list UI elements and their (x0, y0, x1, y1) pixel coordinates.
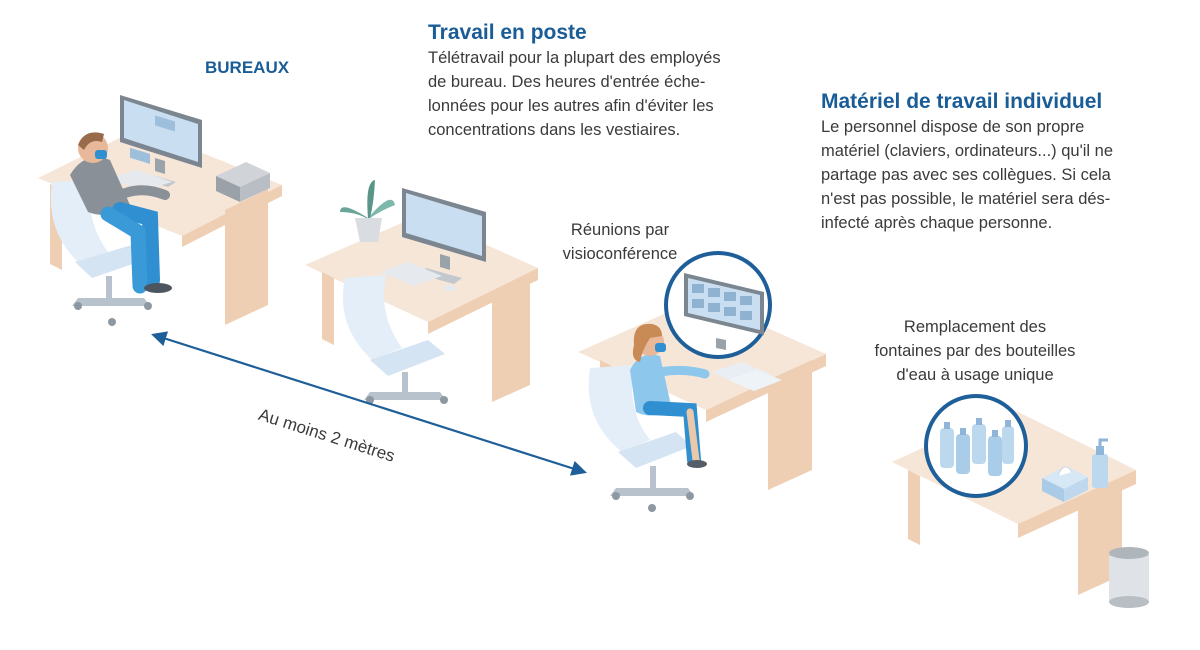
keyboard-middle (380, 262, 456, 291)
desk-middle (305, 215, 538, 402)
monitor-middle (402, 188, 486, 284)
travail-line: Télétravail pour la plupart des employés (428, 49, 721, 67)
materiel-line: n'est pas possible, le matériel sera dés… (821, 190, 1111, 208)
plant-icon (340, 180, 395, 242)
trash-bin-icon (1109, 547, 1149, 608)
materiel-title: Matériel de travail individuel (821, 90, 1103, 113)
travail-line: concentrations dans les vestiaires. (428, 121, 681, 139)
water-bottles-icon (924, 394, 1028, 498)
water-callout: Remplacement des fontaines par des boute… (835, 315, 1115, 387)
section-label: BUREAUX (205, 58, 290, 77)
video-call-icon (664, 251, 772, 359)
materiel-line: partage pas avec ses collègues. Si cela (821, 166, 1111, 184)
travail-en-poste-block: Travail en poste Télétravail pour la plu… (428, 20, 776, 142)
materiel-line: matériel (claviers, ordinateurs...) qu'i… (821, 142, 1114, 160)
person-woman (630, 323, 710, 468)
travail-line: de bureau. Des heures d'entrée éche- (428, 73, 706, 91)
materiel-line: Le personnel dispose de son propre (821, 118, 1085, 136)
travail-en-poste-title: Travail en poste (428, 21, 587, 44)
materiel-line: infecté après chaque personne. (821, 214, 1053, 232)
water-callout-line: Remplacement des (903, 318, 1047, 336)
travail-en-poste-text: Télétravail pour la plupart des employés… (428, 46, 776, 142)
chair-right (588, 365, 694, 512)
tissue-box-icon (1042, 466, 1088, 502)
materiel-block: Matériel de travail individuel Le person… (821, 89, 1168, 235)
video-callout-line: visioconférence (562, 245, 678, 263)
printer-icon (216, 162, 270, 202)
keyboard-left (108, 170, 172, 191)
distance-arrow (151, 331, 587, 476)
travail-line: lonnées pour les autres afin d'éviter le… (428, 97, 714, 115)
chair-left (50, 180, 152, 326)
water-callout-line: d'eau à usage unique (896, 366, 1054, 384)
person-man (70, 132, 172, 294)
materiel-text: Le personnel dispose de son propre matér… (821, 115, 1168, 235)
video-callout-line: Réunions par (570, 221, 670, 239)
papers (712, 362, 782, 391)
sanitizer-bottle-icon (1092, 438, 1108, 488)
water-callout-line: fontaines par des bouteilles (874, 342, 1076, 360)
video-callout: Réunions par visioconférence (520, 218, 720, 266)
